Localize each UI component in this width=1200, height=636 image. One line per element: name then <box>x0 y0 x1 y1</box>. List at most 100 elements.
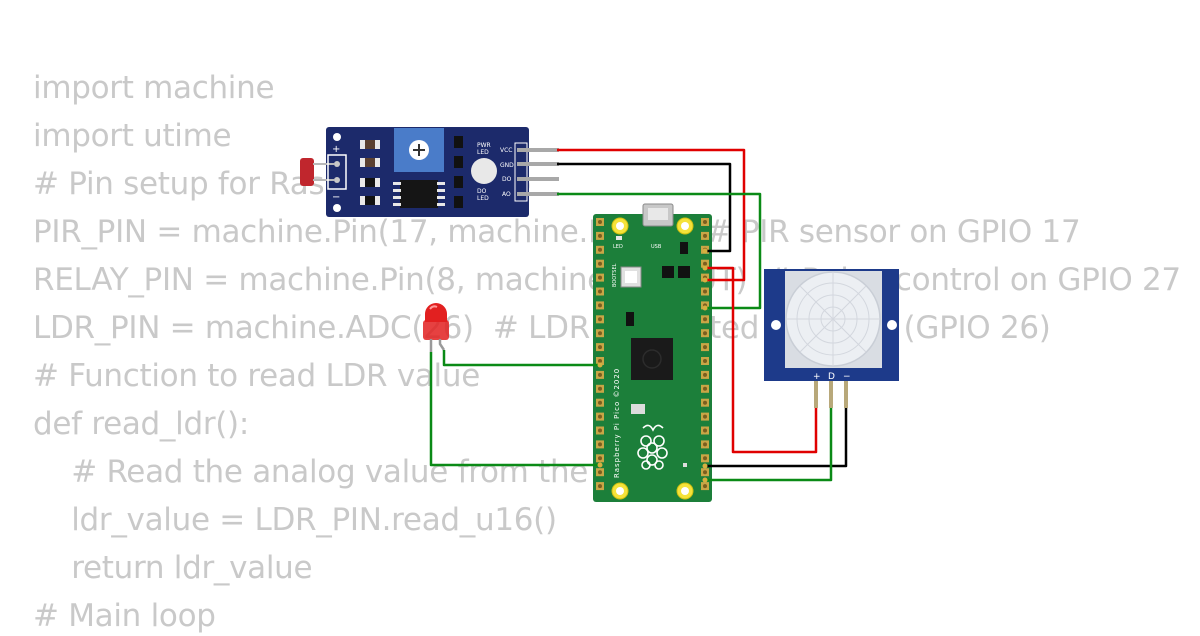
raspberry-pi-pico-board[interactable]: USB LED BOOTSEL Raspberry Pi Pico ©2020 <box>593 203 712 502</box>
gpio-pin-hole <box>703 233 707 238</box>
potentiometer-slot <box>413 144 425 156</box>
bootsel-button-cap <box>625 271 637 283</box>
bootsel-label: BOOTSEL <box>612 263 618 287</box>
code-line: ldr_value = LDR_PIN.read_u16() <box>33 502 557 538</box>
led-highlight <box>429 305 438 310</box>
mounting-hole <box>887 320 897 330</box>
smd-component <box>662 266 674 278</box>
pir-pin-label-gnd: − <box>843 372 851 382</box>
pwr-led-label-line1: PWR <box>477 142 491 149</box>
electrolytic-capacitor <box>471 158 497 184</box>
smd-component <box>454 156 463 168</box>
wire-ldr-gnd[interactable] <box>557 162 732 253</box>
pir-motion-sensor[interactable]: + D − <box>764 269 899 408</box>
usb-label: USB <box>651 244 662 250</box>
gpio-pin-hole <box>703 261 707 266</box>
gpio-pin-hole <box>598 414 602 419</box>
gpio-pin-hole <box>598 428 602 433</box>
smd-resistor-body <box>365 140 375 149</box>
gpio-pin-hole <box>598 275 602 280</box>
pwr-led-label-line2: LED <box>477 149 489 156</box>
ic-pins <box>393 182 445 206</box>
wires <box>429 148 848 482</box>
gpio-pin-hole <box>703 470 707 475</box>
pir-pin-label-vcc: + <box>813 372 821 382</box>
gpio-pin-hole <box>598 317 602 322</box>
onboard-led <box>616 236 622 240</box>
pir-pin-label-data: D <box>828 372 835 382</box>
gpio-pin-hole <box>703 442 707 447</box>
gpio-pin-hole <box>703 428 707 433</box>
gpio-pin-hole <box>598 261 602 266</box>
gpio-pin-hole <box>598 289 602 294</box>
test-point <box>683 463 687 467</box>
comparator-ic <box>400 180 438 208</box>
led-body <box>423 320 449 340</box>
red-led[interactable] <box>423 303 449 352</box>
gpio-pin-hole <box>598 220 602 224</box>
rp2040-logo <box>642 349 662 369</box>
wire-pir-gnd[interactable] <box>705 408 848 468</box>
gpio-pin-hole <box>598 331 602 336</box>
flash-chip <box>631 404 645 414</box>
raspberry-logo-icon <box>637 424 668 470</box>
pin-label-ao: AO <box>502 191 511 198</box>
ldr-socket <box>327 154 347 190</box>
gpio-pin-hole <box>703 345 707 350</box>
gpio-pin-hole <box>703 331 707 336</box>
gpio-pin-hole <box>703 289 707 294</box>
gpio-pin-hole <box>598 359 602 363</box>
wire-led-anode[interactable] <box>442 350 600 367</box>
plus-label: + <box>332 144 340 155</box>
ldr-socket-pin <box>334 161 340 167</box>
mounting-hole <box>771 320 781 330</box>
ldr-sensor-module[interactable]: + − <box>300 127 559 217</box>
do-led-label-line1: DO <box>477 188 487 195</box>
do-led-label-line2: LED <box>477 195 489 202</box>
gpio-pin-hole <box>703 484 707 489</box>
fresnel-lens-pattern <box>786 272 880 366</box>
pin-label-do: DO <box>502 176 512 183</box>
wire-ldr-vcc[interactable] <box>557 148 746 282</box>
gpio-pin-hole <box>598 442 602 447</box>
gpio-pin-hole <box>598 303 602 308</box>
pico-brand-text: Raspberry Pi Pico ©2020 <box>613 368 621 478</box>
mounting-hole-center <box>616 222 624 230</box>
led-label: LED <box>613 244 623 250</box>
code-line: return ldr_value <box>33 550 313 586</box>
smd-led <box>454 136 463 148</box>
rp2040-chip <box>631 338 673 380</box>
smd-led <box>454 196 463 208</box>
minus-label: − <box>332 192 340 203</box>
smd-component <box>454 176 463 188</box>
gpio-pin-hole <box>598 484 602 489</box>
gpio-pin-hole <box>598 372 602 377</box>
gpio-pin-hole <box>703 400 707 405</box>
smd-component <box>626 312 634 326</box>
pin-label-vcc: VCC <box>500 147 512 154</box>
pin-label-gnd: GND <box>500 162 514 169</box>
header-outline <box>514 142 528 202</box>
photoresistor <box>300 158 314 186</box>
mounting-hole-center <box>616 487 624 495</box>
wire-pir-vcc[interactable] <box>705 266 818 454</box>
gpio-pin-hole <box>598 386 602 391</box>
gpio-pin-hole <box>598 233 602 238</box>
usb-port <box>648 208 668 220</box>
pico-left-pin-header <box>596 218 604 491</box>
pir-header-pins <box>814 381 848 408</box>
smd-resistor-body <box>365 196 375 205</box>
gpio-pin-hole <box>598 247 602 252</box>
wire-led-cathode[interactable] <box>429 352 600 467</box>
smd-component <box>678 266 690 278</box>
wire-pir-data[interactable] <box>705 408 833 482</box>
mounting-hole-center <box>681 222 689 230</box>
code-line: import utime <box>33 118 232 154</box>
code-line: # Function to read LDR value <box>33 358 480 394</box>
gpio-pin-hole <box>598 470 602 475</box>
do-led-label: DO LED <box>477 188 489 202</box>
gpio-pin-hole <box>598 400 602 405</box>
gpio-pin-hole <box>703 372 707 377</box>
gpio-pin-hole <box>703 220 707 224</box>
